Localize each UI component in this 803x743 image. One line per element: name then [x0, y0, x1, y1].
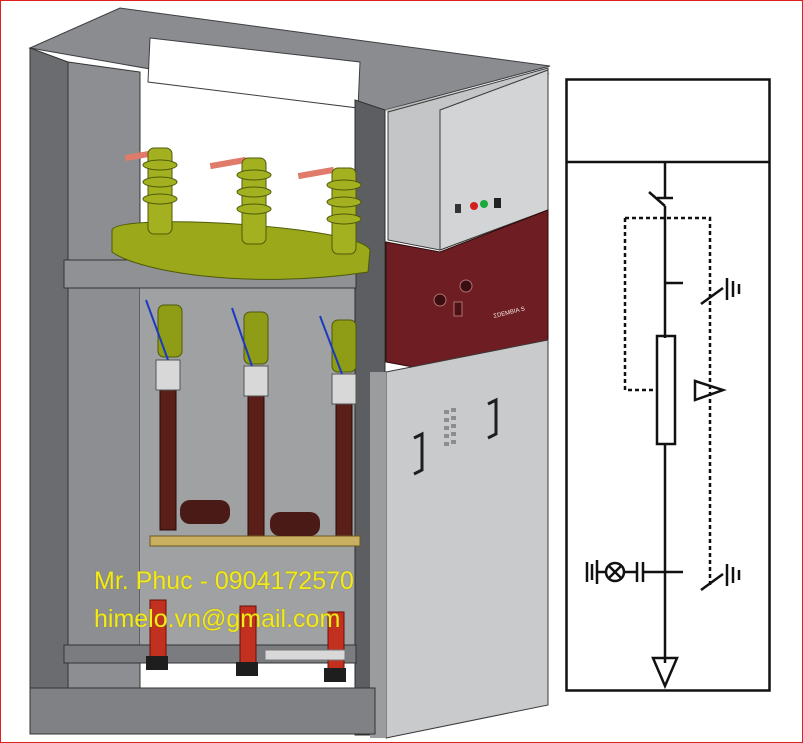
diagram-frame	[565, 78, 771, 692]
lamp-indicator-branch	[585, 560, 683, 584]
lower-door	[385, 339, 549, 739]
control-switch[interactable]	[494, 198, 501, 208]
switchgear-cabinet-illustration: ΣDEMBIA S	[28, 7, 551, 739]
earthing-switch-upper	[665, 278, 741, 306]
cable-termination-triangle	[651, 656, 679, 690]
indicator-lamp-red	[470, 202, 478, 210]
interlock-dashed-left	[623, 218, 655, 392]
fuse-symbol	[655, 334, 677, 446]
earthing-switch-shaft	[149, 535, 361, 547]
lower-door-side	[370, 372, 386, 738]
operating-shaft-upper[interactable]	[433, 293, 447, 307]
mechanism-window	[453, 301, 463, 317]
interlock-dashed-box	[625, 216, 712, 588]
top-insulator-2	[236, 157, 272, 245]
load-break-switch	[648, 191, 666, 207]
top-insulator-1	[142, 147, 178, 235]
email-watermark: himelo.vn@gmail.com	[94, 605, 341, 633]
lower-insulators	[157, 304, 357, 373]
ventilation-grille	[444, 408, 456, 446]
single-line-diagram	[565, 78, 771, 692]
door-handle-left-icon[interactable]	[413, 431, 424, 476]
control-button[interactable]	[455, 204, 461, 213]
cabinet-base	[29, 687, 376, 735]
cable-lugs	[146, 656, 346, 682]
busbar-3	[297, 166, 335, 180]
earthing-switch-lower	[700, 564, 741, 592]
blue-connectors	[145, 299, 343, 375]
door-handle-right-icon[interactable]	[487, 397, 498, 440]
voltage-indicator-triangle	[693, 379, 727, 402]
support-insulator-1	[180, 500, 230, 524]
support-insulator-2	[270, 512, 320, 536]
top-insulator-3	[326, 167, 362, 255]
contact-watermark: Mr. Phuc - 0904172570	[94, 567, 354, 595]
indicator-lamp-green	[480, 200, 488, 208]
busbar-2	[209, 156, 247, 170]
operating-shaft-lower[interactable]	[459, 279, 473, 293]
left-frame	[29, 47, 69, 691]
cable-comb	[264, 649, 346, 661]
earth-symbol	[657, 188, 673, 200]
load-break-switch-housing	[111, 221, 371, 280]
